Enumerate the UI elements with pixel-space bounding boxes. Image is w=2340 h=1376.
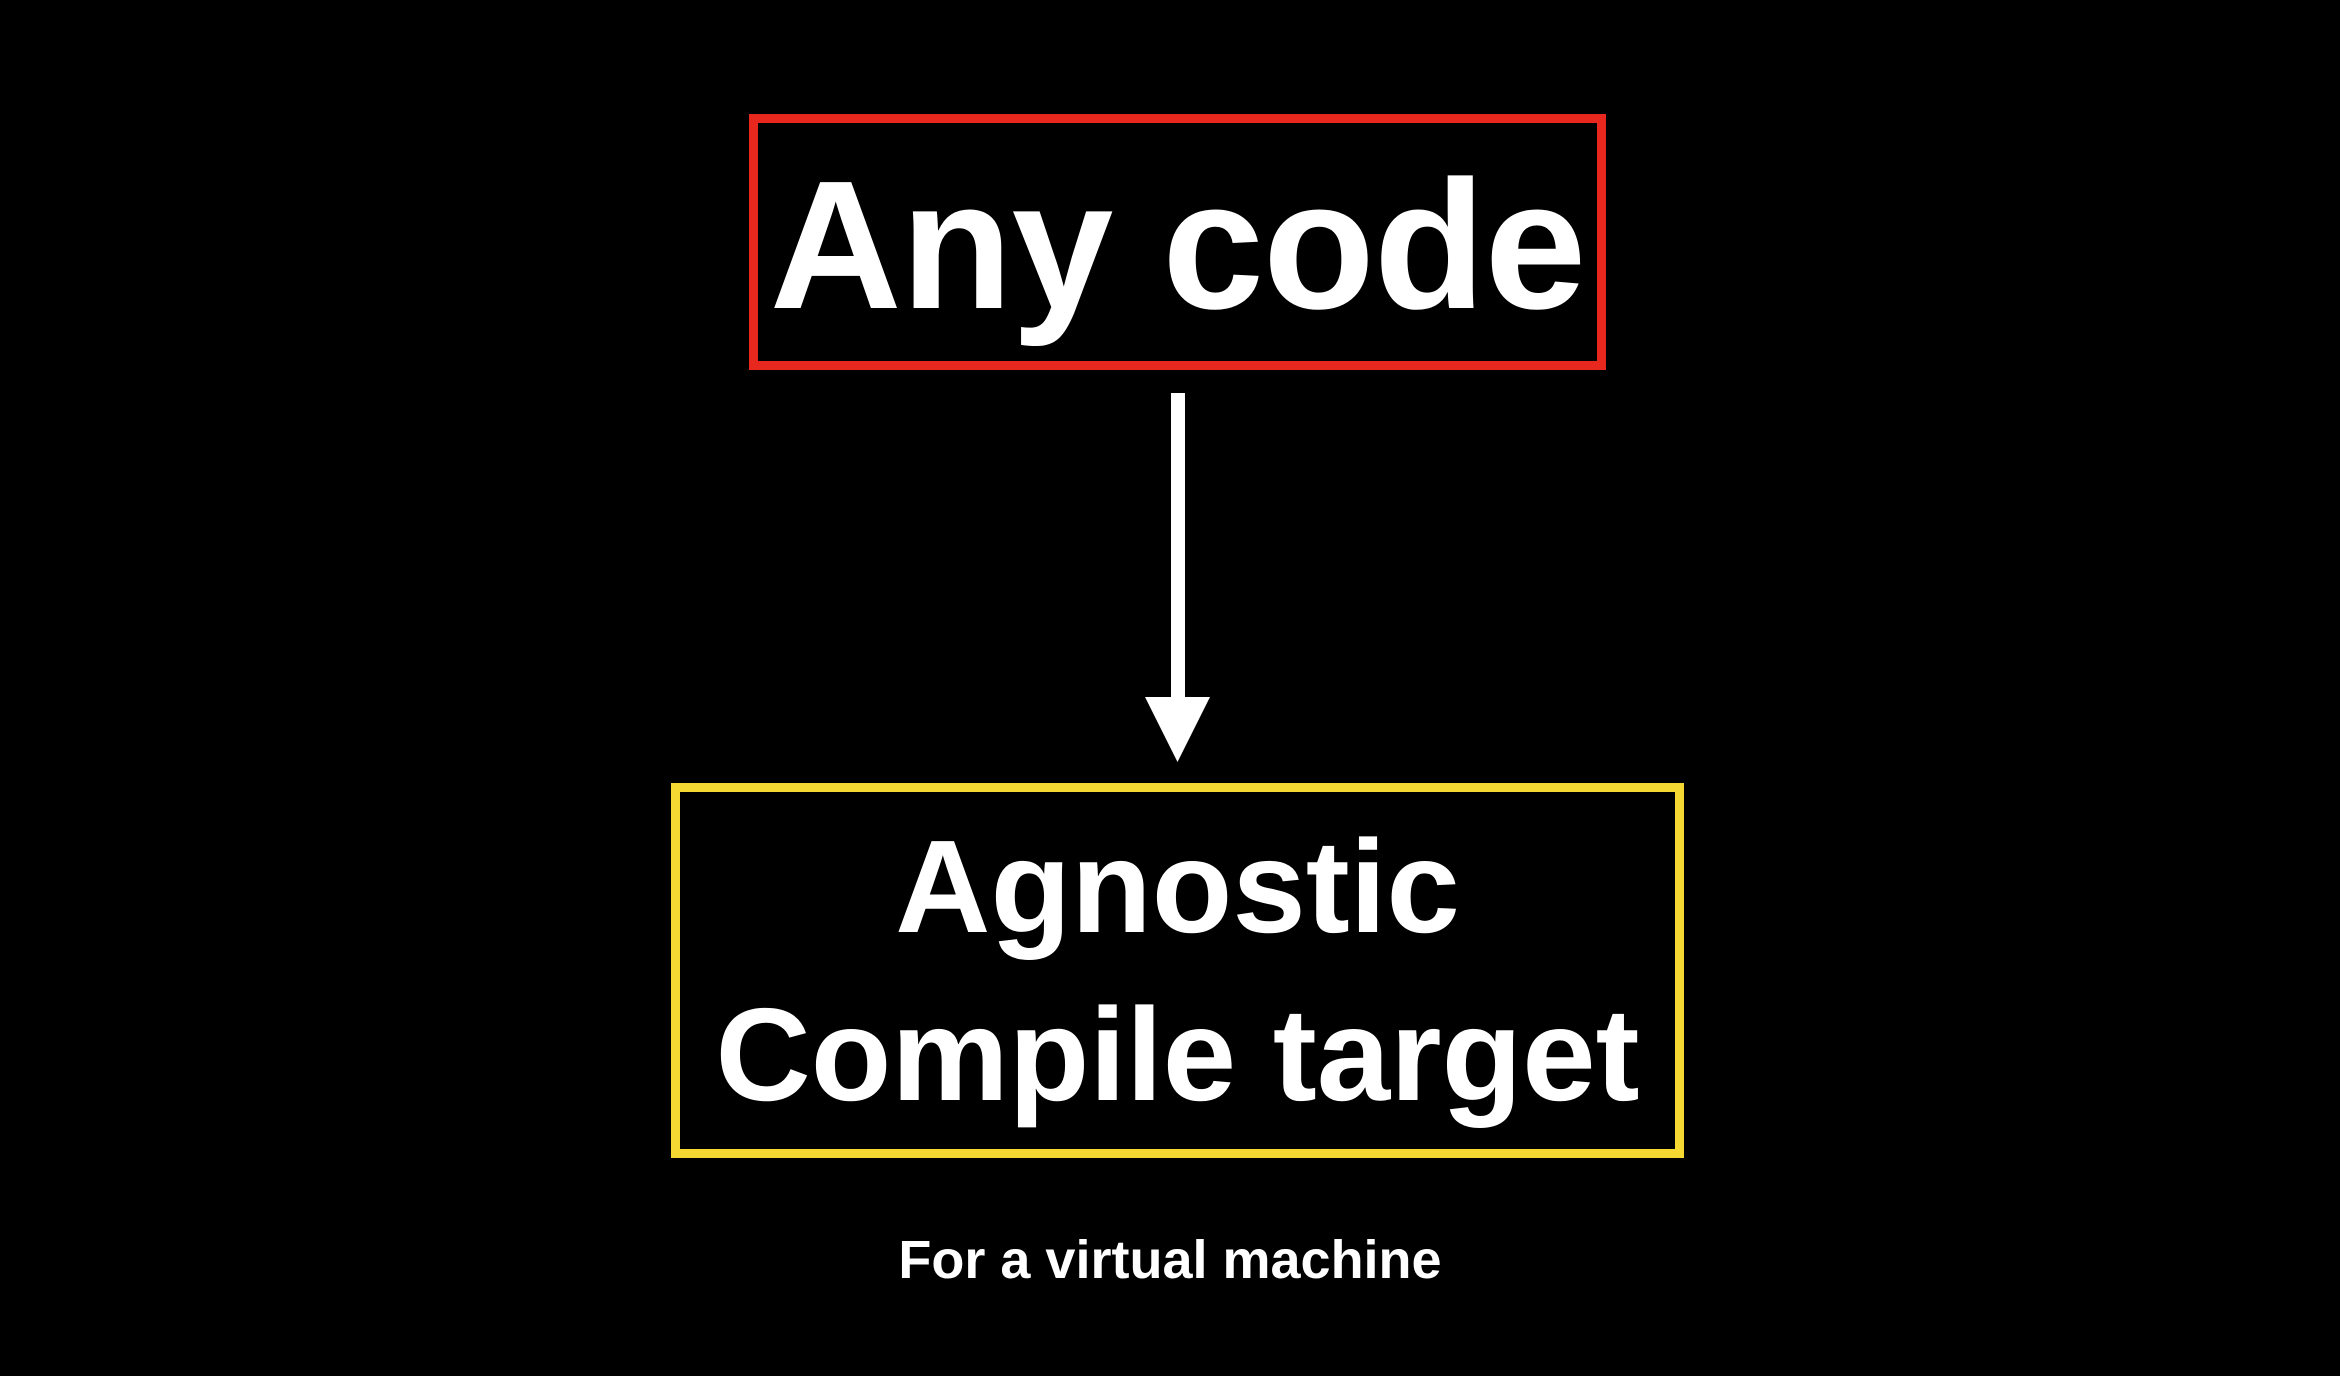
target-box-line-2: Compile target [715,980,1640,1128]
down-arrow-icon [1145,393,1210,762]
target-box-line-1: Agnostic [895,812,1460,960]
source-box-label: Any code [769,141,1587,347]
arrow-shaft [1171,393,1185,703]
target-box: Agnostic Compile target [671,783,1684,1158]
source-box: Any code [749,114,1606,370]
caption: For a virtual machine [898,1230,1442,1290]
arrow-head [1145,697,1210,762]
